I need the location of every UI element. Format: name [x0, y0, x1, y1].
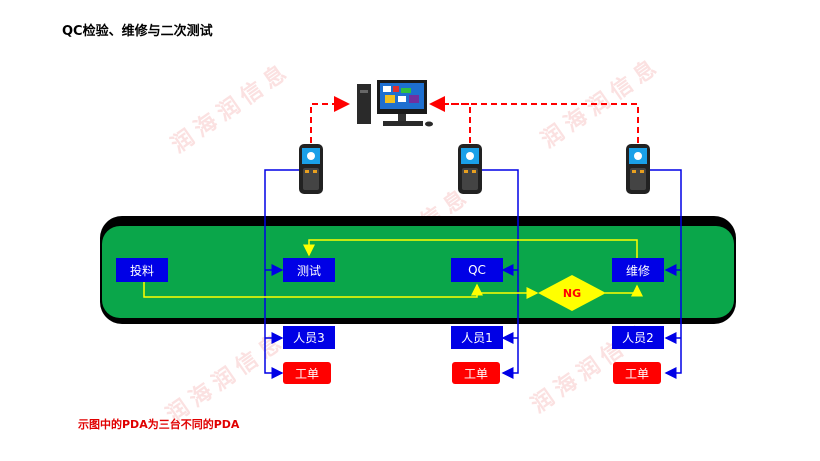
pda-icon-left: [299, 144, 323, 194]
node-feed: 投料: [116, 258, 168, 282]
node-test: 测试: [283, 258, 335, 282]
work-order-left: 工单: [283, 362, 331, 384]
page-title: QC检验、维修与二次测试: [62, 24, 213, 39]
ng-diamond: [538, 275, 606, 311]
node-qc: QC: [451, 258, 503, 282]
work-order-right: 工单: [613, 362, 661, 384]
pda-links-right: [650, 169, 682, 379]
pda-links-left: [264, 169, 299, 379]
pda-icon-right: [626, 144, 650, 194]
network-links: [310, 96, 639, 143]
staff-2: 人员2: [612, 326, 664, 349]
pda-links-middle: [482, 169, 519, 379]
staff-1: 人员1: [451, 326, 503, 349]
staff-3: 人员3: [283, 326, 335, 349]
pda-icon-middle: [458, 144, 482, 194]
computer-icon: [357, 80, 433, 127]
footnote: 示图中的PDA为三台不同的PDA: [78, 418, 240, 431]
node-repair: 维修: [612, 258, 664, 282]
material-flow: [143, 239, 643, 299]
node-ng: NG: [562, 286, 582, 300]
work-order-middle: 工单: [452, 362, 500, 384]
